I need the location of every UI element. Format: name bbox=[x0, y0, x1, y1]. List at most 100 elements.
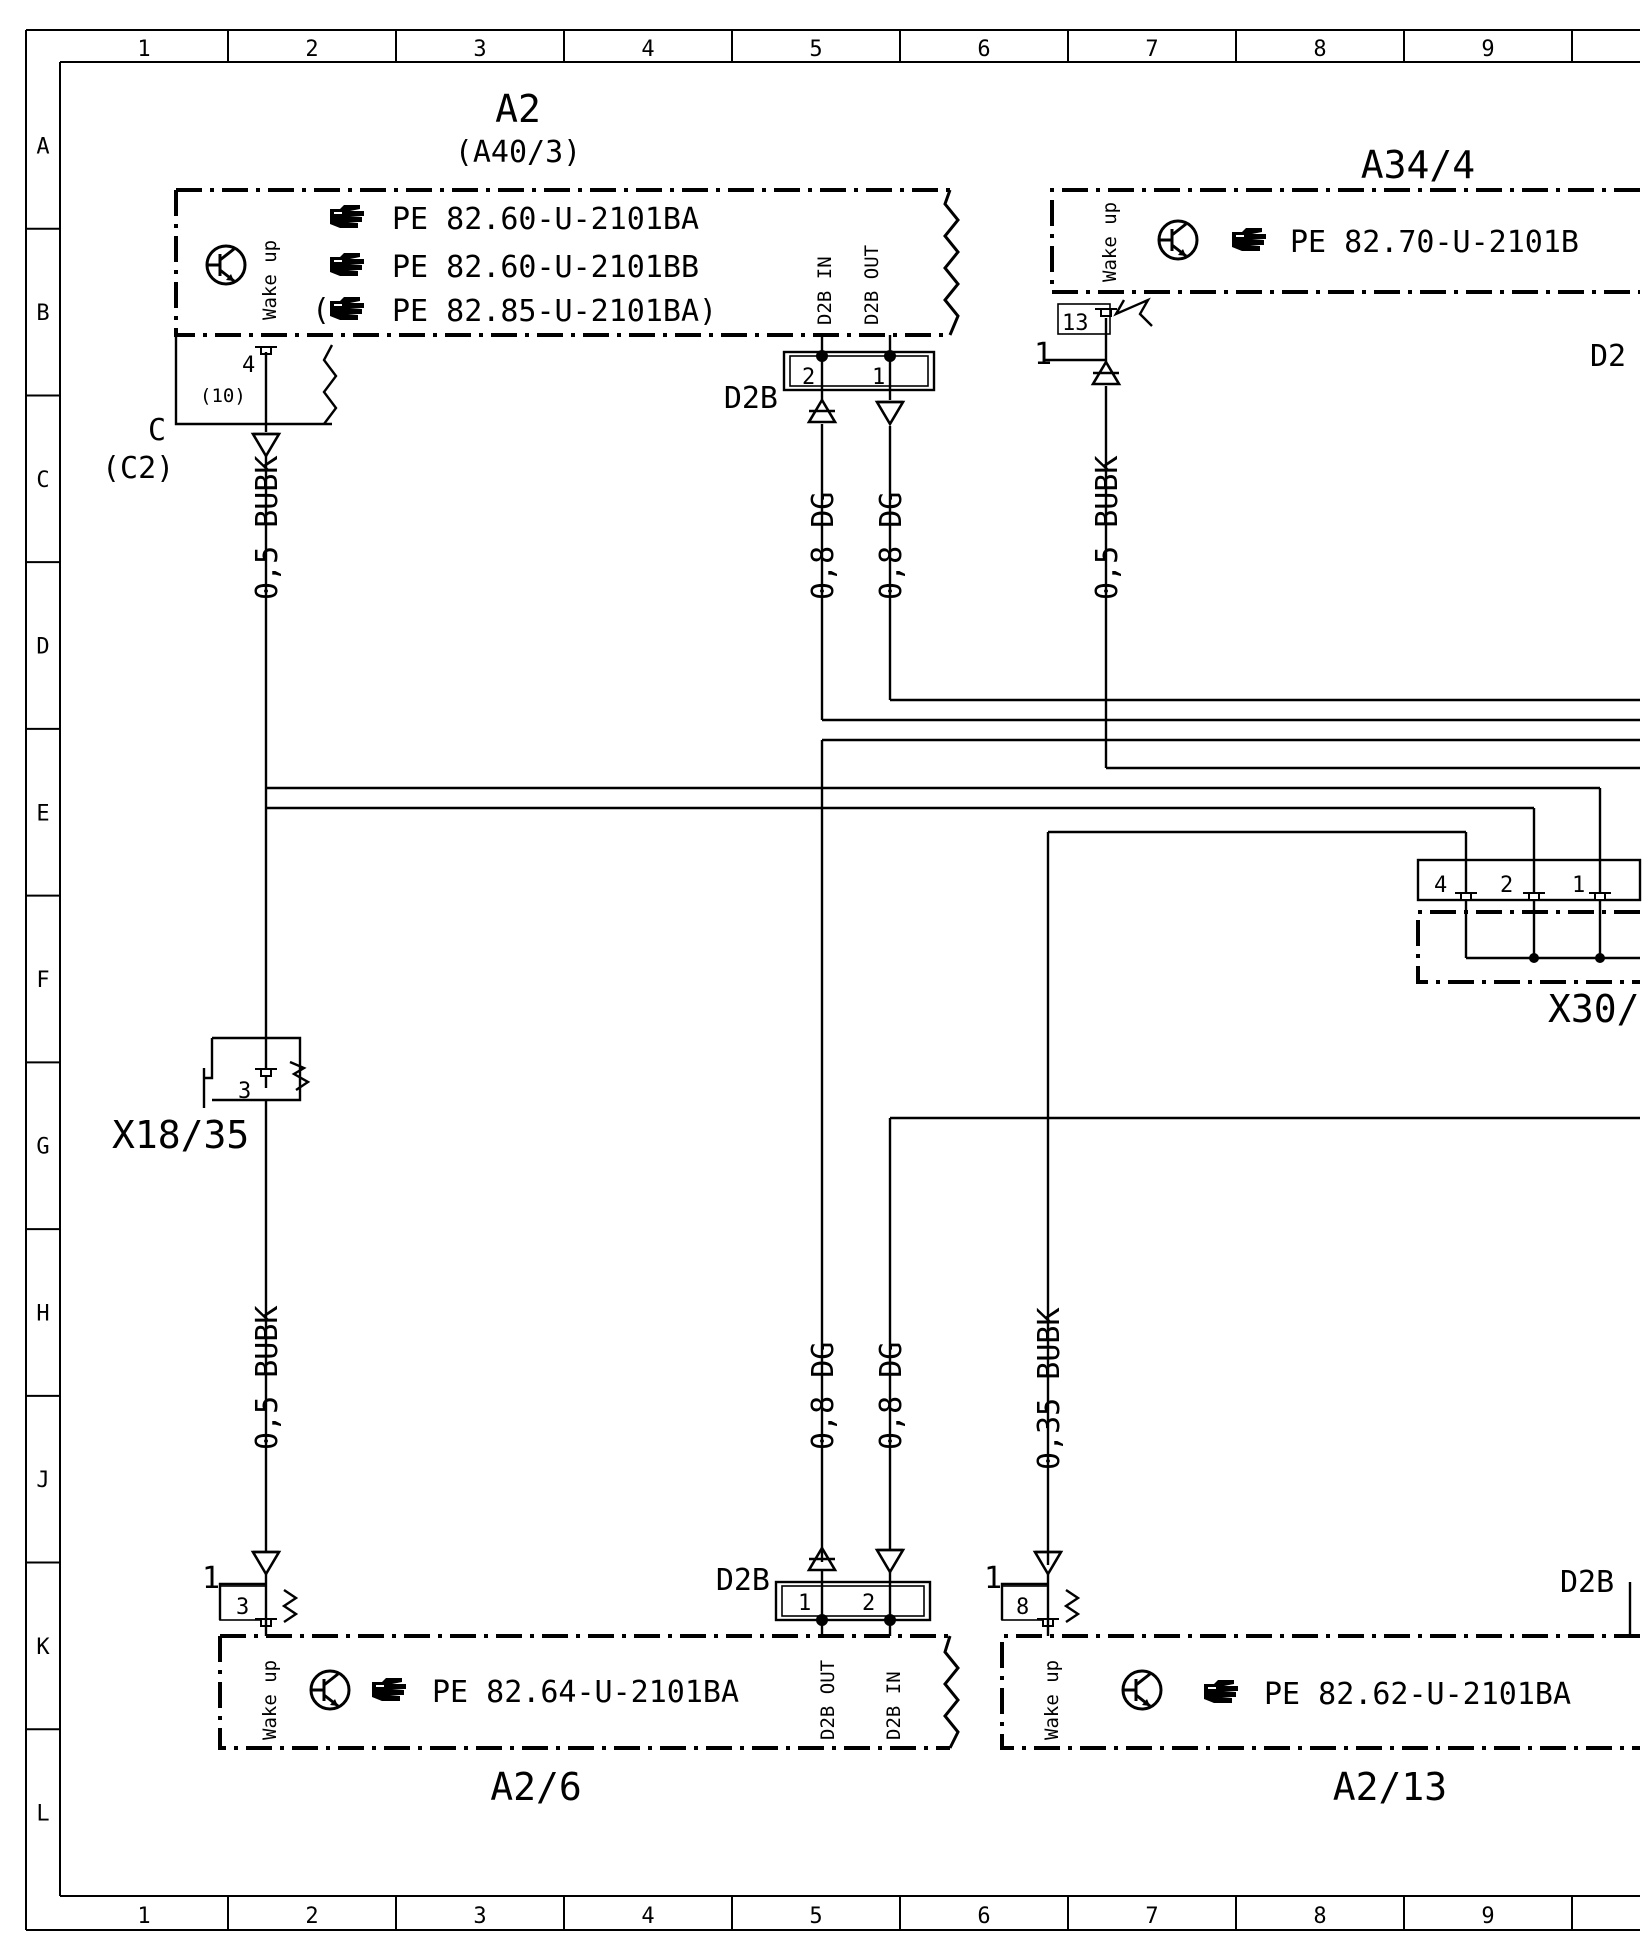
grid-row-label: F bbox=[36, 968, 49, 993]
pointing-hand-icon bbox=[371, 1677, 407, 1702]
pointing-hand-icon bbox=[329, 204, 365, 229]
a2-13-ref[interactable]: PE 82.62-U-2101BA bbox=[1264, 1677, 1571, 1712]
sheet-frame bbox=[25, 29, 1640, 1931]
wire-a2-d2b-in: 0,8 DG bbox=[806, 492, 841, 600]
a2-6-d2b-label: D2B bbox=[716, 1563, 770, 1598]
a2-d2b-pin-out: 1 bbox=[872, 365, 885, 390]
a2-6-pin: 3 bbox=[236, 1595, 249, 1620]
grid-column-label: 8 bbox=[1313, 37, 1326, 62]
a2-d2b-label: D2B bbox=[724, 381, 778, 416]
grid-column-label: 6 bbox=[977, 37, 990, 62]
grid-row-label: E bbox=[36, 801, 49, 826]
component-a2-6[interactable]: 1 3 Wake up PE 82.64-U-2101BA D2B OUT D2… bbox=[202, 1546, 960, 1809]
grid-column-label: 3 bbox=[473, 1904, 486, 1929]
a2-wake-pin: 4 bbox=[242, 353, 255, 378]
component-a2[interactable]: A2 (A40/3) Wake up PE 82.60-U-2101BA PE … bbox=[102, 87, 960, 486]
pointing-hand-icon bbox=[329, 296, 365, 321]
component-x18-35[interactable]: 3 X18/35 bbox=[112, 1036, 311, 1157]
grid-column-label: 4 bbox=[641, 1904, 654, 1929]
grid-row-label: D bbox=[36, 635, 49, 660]
a2-ref-1[interactable]: PE 82.60-U-2101BA bbox=[392, 202, 699, 237]
a34-4-pin: 13 bbox=[1062, 311, 1089, 336]
x30-pin-4: 4 bbox=[1434, 873, 1447, 898]
a2-connector-alt: (C2) bbox=[102, 451, 174, 486]
a2-13-pin: 8 bbox=[1016, 1595, 1029, 1620]
grid-column-label: 6 bbox=[977, 1904, 990, 1929]
wire-a34-wake: 0,5 BUBK bbox=[1090, 456, 1125, 601]
wire-a26-wake: 0,5 BUBK bbox=[250, 1306, 285, 1451]
a34-4-d2-label: D2 bbox=[1590, 339, 1626, 374]
grid-column-label: 2 bbox=[305, 1904, 318, 1929]
wires-top: 0,5 BUBK 0,8 DG 0,8 DG 0,5 BUBK bbox=[250, 386, 1640, 1565]
wire-a2-d2b-out: 0,8 DG bbox=[874, 492, 909, 600]
grid-row-label: J bbox=[36, 1468, 49, 1493]
x30-pin-2: 2 bbox=[1500, 873, 1513, 898]
grid-column-label: 8 bbox=[1313, 1904, 1326, 1929]
a2-ref-2[interactable]: PE 82.60-U-2101BB bbox=[392, 250, 699, 285]
component-a2-13[interactable]: 1 8 Wake up PE 82.62-U-2101BA D2B A2/13 bbox=[984, 1550, 1640, 1809]
grid-column-label: 4 bbox=[641, 37, 654, 62]
transistor-icon bbox=[1121, 1669, 1163, 1711]
grid-row-label: G bbox=[36, 1135, 49, 1160]
a2-d2b-out-label: D2B OUT bbox=[861, 245, 883, 325]
grid-column-label: 2 bbox=[305, 37, 318, 62]
a2-6-wake-label: Wake up bbox=[259, 1660, 281, 1740]
a2-connector: C bbox=[148, 413, 166, 448]
a2-6-d2b-out-label: D2B OUT bbox=[817, 1660, 839, 1740]
wire-a2-wake: 0,5 BUBK bbox=[250, 456, 285, 601]
pointing-hand-icon bbox=[1203, 1679, 1239, 1704]
wire-a26-d2b-in: 0,8 DG bbox=[874, 1342, 909, 1450]
grid-column-label: 5 bbox=[809, 37, 822, 62]
component-x30[interactable]: 4 2 1 X30/ bbox=[1416, 858, 1642, 1031]
grid-row-label: C bbox=[36, 468, 49, 493]
a2-name: A2 bbox=[495, 87, 541, 131]
a2-alt-name: (A40/3) bbox=[455, 135, 581, 170]
a34-4-wake-label: Wake up bbox=[1099, 202, 1121, 282]
grid-column-label: 7 bbox=[1145, 37, 1158, 62]
grid-column-label: 1 bbox=[137, 37, 150, 62]
a2-wake-pin-alt: (10) bbox=[200, 385, 246, 407]
a2-ref-open-paren: ( bbox=[312, 293, 330, 328]
a2-6-splice: 1 bbox=[202, 1561, 220, 1596]
a2-wake-label: Wake up bbox=[259, 240, 281, 320]
component-a34-4[interactable]: A34/4 Wake up PE 82.70-U-2101B 13 1 D2 bbox=[1034, 143, 1640, 386]
a2-13-splice: 1 bbox=[984, 1561, 1002, 1596]
grid-row-label: K bbox=[36, 1635, 50, 1660]
a2-6-name: A2/6 bbox=[490, 1765, 582, 1809]
grid-column-label: 1 bbox=[137, 1904, 150, 1929]
a2-13-wake-label: Wake up bbox=[1041, 1660, 1063, 1740]
a34-4-ref[interactable]: PE 82.70-U-2101B bbox=[1290, 225, 1579, 260]
transistor-icon bbox=[205, 244, 247, 286]
a2-13-d2b-label: D2B bbox=[1560, 1565, 1614, 1600]
pointing-hand-icon bbox=[1231, 227, 1267, 252]
a2-6-d2b-pin-out: 1 bbox=[798, 1591, 811, 1616]
pointing-hand-icon bbox=[329, 252, 365, 277]
wires-bottom: 0,5 BUBK 0,8 DG 0,8 DG 0,35 BUBK bbox=[250, 740, 1067, 1562]
transistor-icon bbox=[309, 1669, 351, 1711]
a2-6-d2b-in-label: D2B IN bbox=[883, 1671, 905, 1740]
a2-d2b-in-label: D2B IN bbox=[814, 256, 836, 325]
x18-35-pin: 3 bbox=[238, 1079, 251, 1104]
wire-a213-wake: 0,35 BUBK bbox=[1032, 1307, 1067, 1470]
grid-row-label: H bbox=[36, 1301, 49, 1326]
x18-35-name: X18/35 bbox=[112, 1113, 249, 1157]
grid-row-label: B bbox=[36, 301, 49, 326]
x30-pin-1: 1 bbox=[1572, 873, 1585, 898]
grid-column-label: 9 bbox=[1481, 37, 1494, 62]
grid-column-label: 7 bbox=[1145, 1904, 1158, 1929]
a34-4-name: A34/4 bbox=[1361, 143, 1475, 187]
grid-column-label: 5 bbox=[809, 1904, 822, 1929]
grid-column-label: 3 bbox=[473, 37, 486, 62]
transistor-icon bbox=[1157, 219, 1199, 261]
grid-row-label: A bbox=[36, 134, 49, 159]
a34-4-splice: 1 bbox=[1034, 337, 1052, 372]
a2-6-d2b-pin-in: 2 bbox=[862, 1591, 875, 1616]
grid-row-label: L bbox=[36, 1802, 49, 1827]
a2-ref-3[interactable]: PE 82.85-U-2101BA) bbox=[392, 294, 717, 329]
grid-row-labels: A B C D E F G H J K L bbox=[26, 134, 60, 1827]
a2-6-ref[interactable]: PE 82.64-U-2101BA bbox=[432, 1675, 739, 1710]
a2-13-name: A2/13 bbox=[1333, 1765, 1447, 1809]
